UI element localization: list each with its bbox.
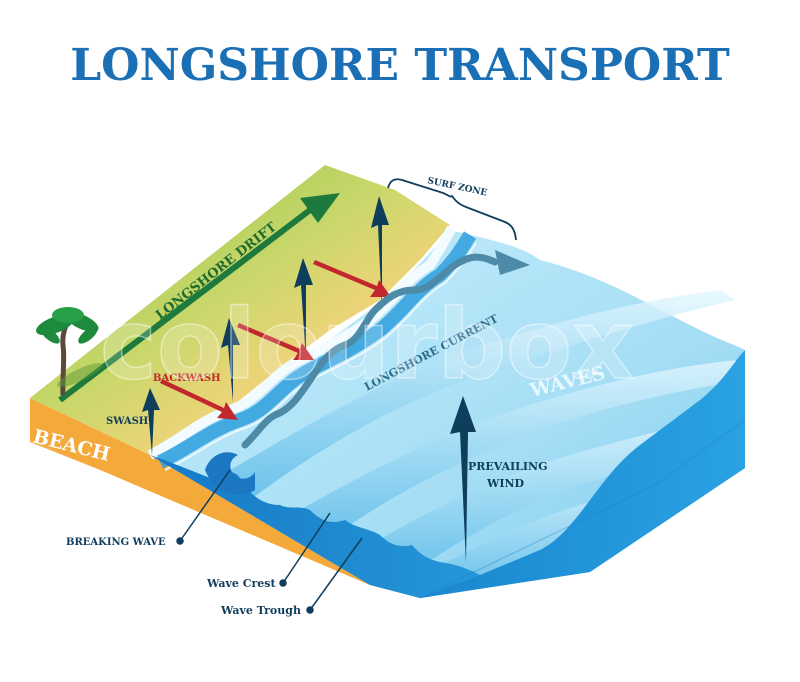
wave-band [230, 290, 735, 500]
breaking-wave-curl [205, 452, 255, 495]
leader-lines [176, 469, 363, 614]
prevailing-wind-arrow [450, 396, 476, 563]
swash-label: SWASH [106, 416, 148, 427]
backwash-arrows [160, 260, 391, 420]
swash-arrows [142, 196, 389, 455]
longshore-drift-arrow [300, 193, 340, 223]
diagram-title: LONGSHORE TRANSPORT [70, 40, 730, 91]
wave-crest-label: Wave Crest [206, 577, 276, 590]
prevailing-wind-label-line1: PREVAILING [468, 460, 548, 473]
surf-zone-bracket [387, 178, 517, 241]
prevailing-wind-label-line2: WIND [486, 477, 525, 490]
surf-zone-label: SURF ZONE [426, 176, 488, 198]
palm-tree-icon [36, 307, 103, 396]
backwash-label: BACKWASH [153, 373, 221, 384]
shoreline-foam [147, 225, 457, 460]
land-surface [30, 165, 450, 455]
breaking-wave-label: BREAKING WAVE [66, 537, 166, 548]
longshore-current-arrow [241, 253, 499, 449]
watermark: colourbox [100, 289, 634, 401]
sea-front-face [150, 455, 590, 598]
beach-side-face [30, 398, 370, 585]
wave-trough-label: Wave Trough [220, 604, 301, 617]
